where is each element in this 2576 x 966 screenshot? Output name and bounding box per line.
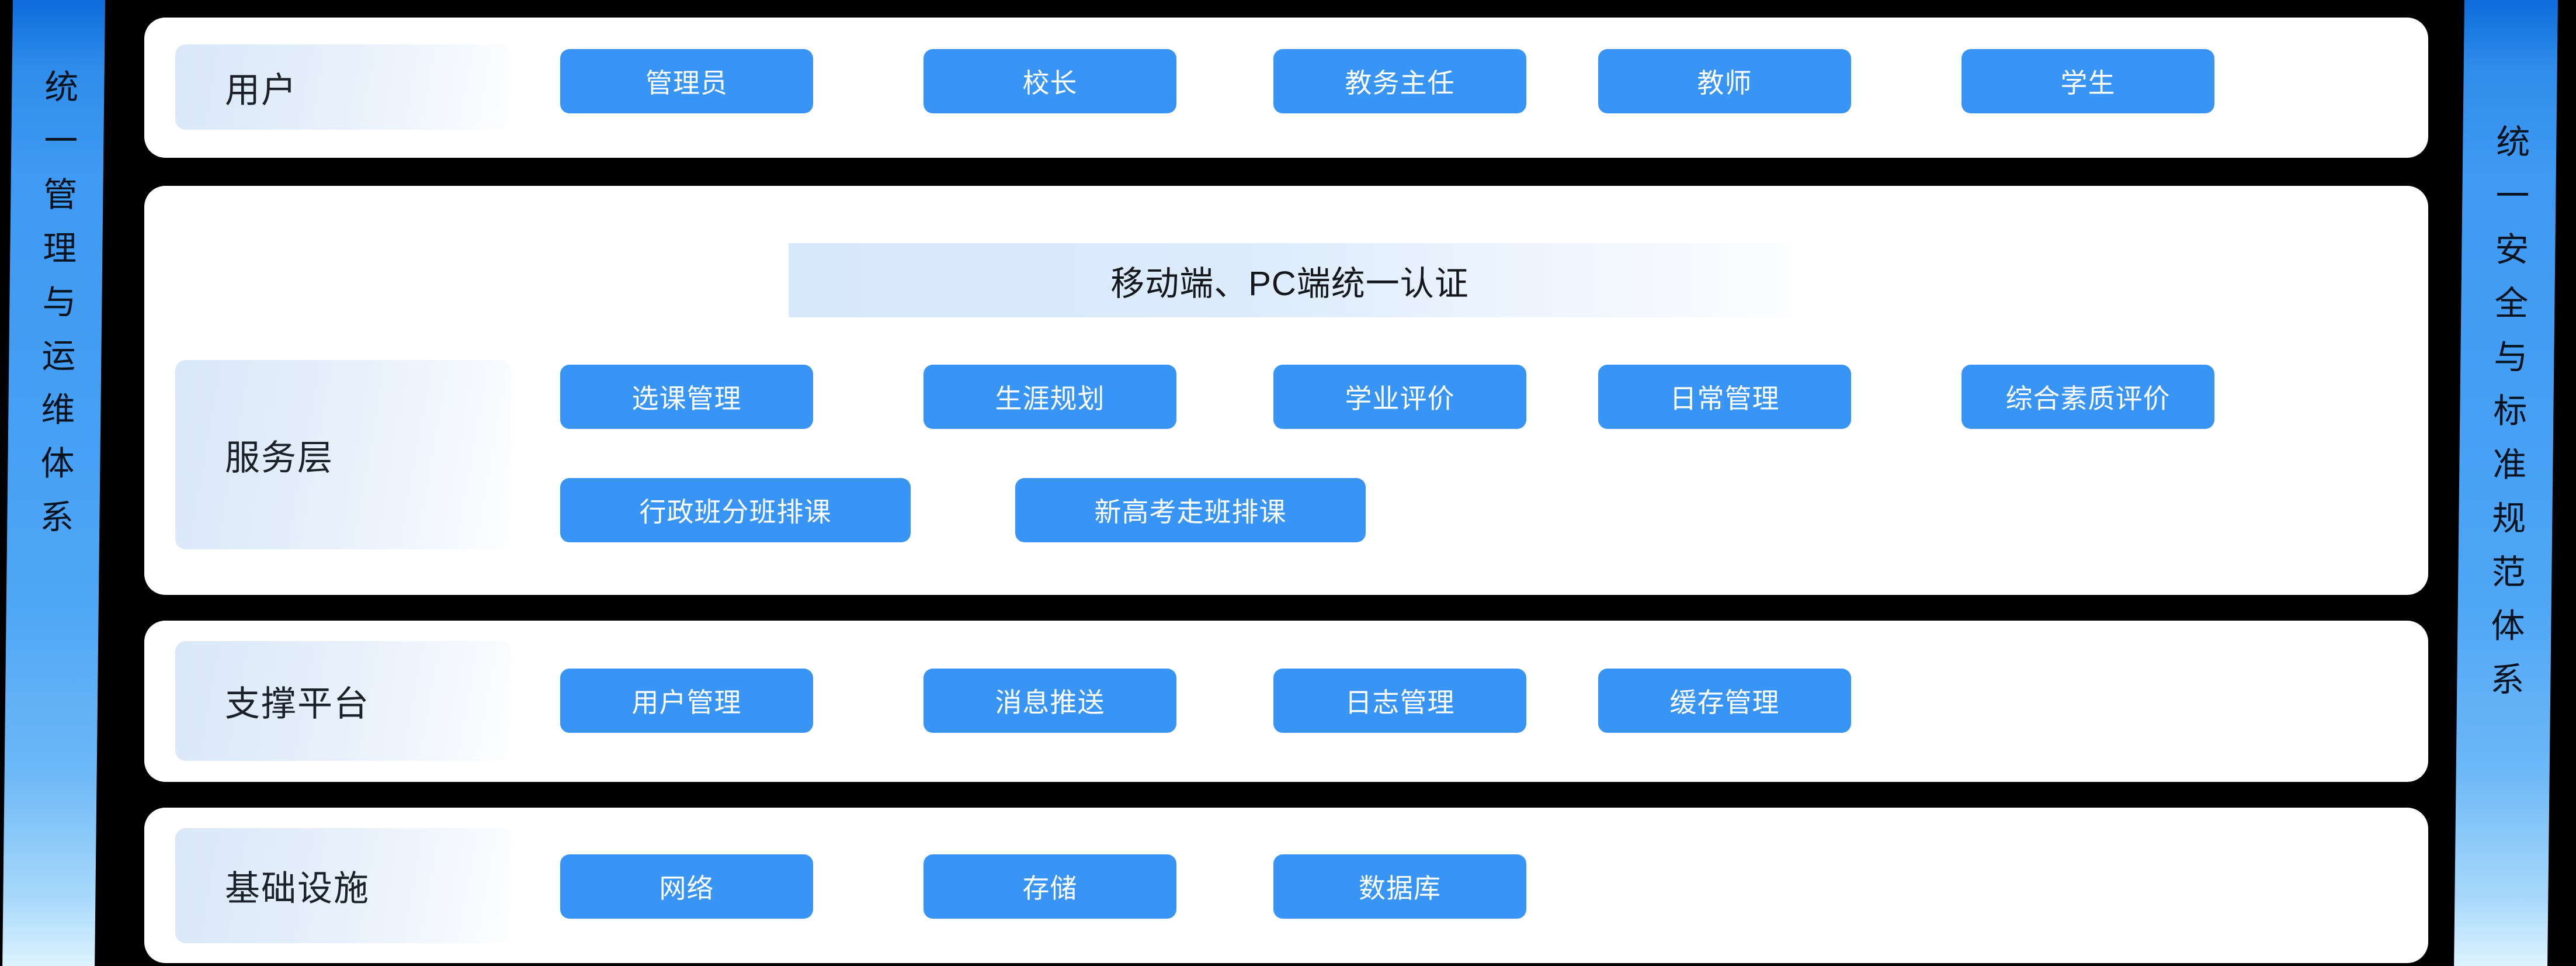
node-gaokao-mobile-scheduling[interactable]: 新高考走班排课 <box>1015 478 1366 542</box>
infrastructure-label-chip: 基础设施 <box>175 828 511 943</box>
left-pillar-label: 统一管理与运维体系 <box>34 69 78 553</box>
node-storage[interactable]: 存储 <box>924 854 1176 919</box>
node-teacher[interactable]: 教师 <box>1598 49 1851 113</box>
users-layer-label-chip: 用户 <box>175 44 511 130</box>
support-platform-panel: 支撑平台 用户管理 消息推送 日志管理 缓存管理 <box>144 621 2428 782</box>
service-layer-label: 服务层 <box>225 438 334 477</box>
support-platform-label-chip: 支撑平台 <box>175 641 511 761</box>
service-layer-panel: 移动端、PC端统一认证 服务层 选课管理 生涯规划 学业评价 日常管理 综合素质… <box>144 186 2428 595</box>
users-layer-label: 用户 <box>225 70 297 110</box>
node-cache-management[interactable]: 缓存管理 <box>1598 669 1851 733</box>
unified-auth-banner: 移动端、PC端统一认证 <box>789 243 1791 317</box>
infrastructure-label: 基础设施 <box>225 869 370 908</box>
node-database[interactable]: 数据库 <box>1273 854 1526 919</box>
node-log-management[interactable]: 日志管理 <box>1273 669 1526 733</box>
node-message-push[interactable]: 消息推送 <box>924 669 1176 733</box>
infrastructure-panel: 基础设施 网络 存储 数据库 <box>144 808 2428 963</box>
node-career-planning[interactable]: 生涯规划 <box>924 365 1176 429</box>
service-layer-label-chip: 服务层 <box>175 360 511 549</box>
node-principal[interactable]: 校长 <box>924 49 1176 113</box>
support-platform-label: 支撑平台 <box>225 684 370 723</box>
node-academic-director[interactable]: 教务主任 <box>1273 49 1526 113</box>
node-user-management[interactable]: 用户管理 <box>560 669 813 733</box>
node-admin-class-scheduling[interactable]: 行政班分班排课 <box>560 478 911 542</box>
node-student[interactable]: 学生 <box>1961 49 2214 113</box>
node-academic-evaluation[interactable]: 学业评价 <box>1273 365 1526 429</box>
node-network[interactable]: 网络 <box>560 854 813 919</box>
right-pillar-label: 统一安全与标准规范体系 <box>2484 124 2529 715</box>
unified-auth-banner-label: 移动端、PC端统一认证 <box>1110 264 1469 303</box>
node-comprehensive-quality-evaluation[interactable]: 综合素质评价 <box>1961 365 2214 429</box>
right-pillar: 统一安全与标准规范体系 <box>2454 0 2558 966</box>
users-layer-panel: 用户 管理员 校长 教务主任 教师 学生 <box>144 18 2428 158</box>
left-pillar: 统一管理与运维体系 <box>2 0 105 966</box>
node-admin[interactable]: 管理员 <box>560 49 813 113</box>
node-course-selection[interactable]: 选课管理 <box>560 365 813 429</box>
node-daily-management[interactable]: 日常管理 <box>1598 365 1851 429</box>
